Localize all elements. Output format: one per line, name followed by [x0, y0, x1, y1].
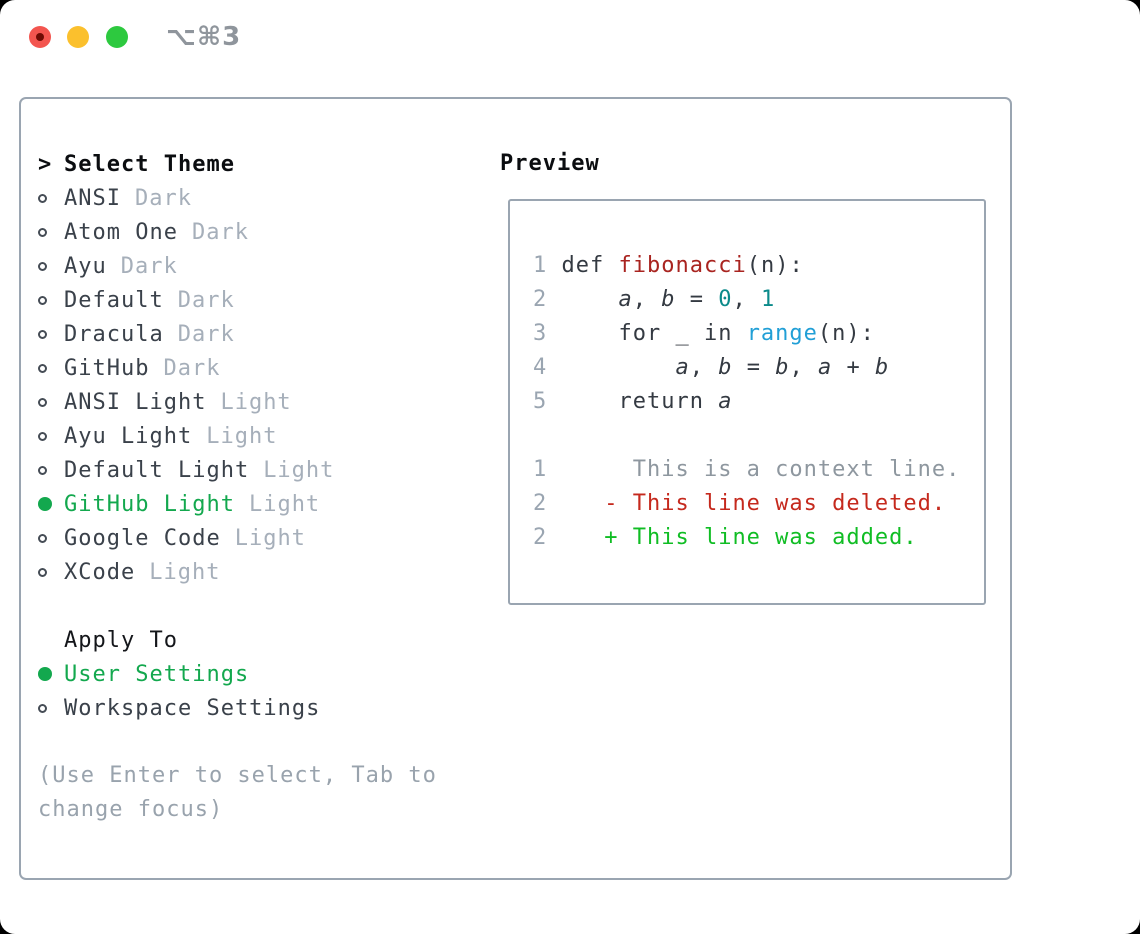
radio-icon	[38, 703, 47, 713]
code-line: 1 def fibonacci(n):	[533, 253, 804, 278]
option-label: Google Code	[64, 525, 221, 551]
radio-icon	[38, 533, 47, 543]
theme-option[interactable]: Ayu Light Light	[38, 419, 458, 453]
radio-icon	[38, 431, 47, 441]
option-label: Workspace Settings	[64, 695, 321, 721]
variant-tag: Dark	[163, 355, 221, 381]
radio-icon	[38, 193, 47, 203]
close-button-icon[interactable]	[29, 26, 51, 48]
radio-icon	[38, 363, 47, 373]
variant-tag: Light	[220, 389, 292, 415]
radio-icon	[38, 261, 47, 271]
radio-icon	[38, 397, 47, 407]
option-label: Default	[64, 287, 164, 313]
help-text: (Use Enter to select, Tab to change focu…	[38, 763, 437, 822]
prompt-cursor-icon: >	[38, 151, 53, 177]
code-line: 2 a, b = 0, 1	[533, 287, 776, 312]
theme-option[interactable]: ANSI Dark	[38, 181, 458, 215]
variant-tag: Light	[149, 559, 221, 585]
theme-option[interactable]: ANSI Light Light	[38, 385, 458, 419]
option-label: ANSI	[64, 185, 121, 211]
diff-preview: 1 This is a context line. 2 - This line w…	[533, 453, 984, 555]
variant-tag: Dark	[120, 253, 178, 279]
radio-icon	[38, 465, 47, 475]
apply-option[interactable]: User Settings	[38, 657, 458, 691]
zoom-button-icon[interactable]	[106, 26, 128, 48]
diff-line-context: 1 This is a context line.	[533, 457, 961, 482]
theme-option[interactable]: Default Dark	[38, 283, 458, 317]
variant-tag: Dark	[134, 185, 192, 211]
code-preview: 1 def fibonacci(n): 2 a, b = 0, 1 3 for _ …	[533, 249, 984, 419]
apply-to-title: Apply To	[64, 627, 178, 653]
option-label: Ayu Light	[64, 423, 193, 449]
variant-tag: Light	[248, 491, 321, 517]
apply-to-header: Apply To	[38, 623, 458, 657]
radio-icon	[38, 329, 47, 339]
divider	[38, 589, 458, 623]
preview-pane: Preview 1 def fibonacci(n): 2 a, b = 0, 1…	[500, 147, 986, 605]
option-label: ANSI Light	[64, 389, 207, 415]
preview-box: 1 def fibonacci(n): 2 a, b = 0, 1 3 for _ …	[508, 199, 986, 605]
theme-list-title: Select Theme	[64, 151, 235, 177]
variant-tag: Light	[206, 423, 278, 449]
option-label: User Settings	[64, 661, 250, 687]
theme-option[interactable]: Dracula Dark	[38, 317, 458, 351]
theme-option[interactable]: Atom One Dark	[38, 215, 458, 249]
radio-icon	[38, 227, 47, 237]
theme-option[interactable]: Default Light Light	[38, 453, 458, 487]
option-label: Default Light	[64, 457, 250, 483]
option-label: GitHub Light	[64, 491, 235, 517]
titlebar: ⌥⌘3	[0, 0, 1140, 70]
radio-selected-icon	[38, 667, 52, 681]
select-theme-header: > Select Theme	[38, 147, 458, 181]
code-line: 3 for _ in range(n):	[533, 321, 875, 346]
theme-option[interactable]: Google Code Light	[38, 521, 458, 555]
radio-icon	[38, 295, 47, 305]
theme-option[interactable]: XCode Light	[38, 555, 458, 589]
apply-option[interactable]: Workspace Settings	[38, 691, 458, 725]
radio-selected-icon	[38, 497, 52, 511]
variant-tag: Dark	[177, 287, 235, 313]
code-line: 4 a, b = b, a + b	[533, 355, 890, 380]
option-label: GitHub	[64, 355, 150, 381]
option-label: Ayu	[64, 253, 107, 279]
variant-tag: Light	[263, 457, 335, 483]
theme-option[interactable]: GitHub Dark	[38, 351, 458, 385]
theme-option[interactable]: Ayu Dark	[38, 249, 458, 283]
variant-tag: Dark	[191, 219, 249, 245]
variant-tag: Dark	[177, 321, 235, 347]
divider	[38, 725, 458, 759]
option-label: XCode	[64, 559, 136, 585]
diff-line-deleted: 2 - This line was deleted.	[533, 491, 947, 516]
radio-icon	[38, 567, 47, 577]
window-title: ⌥⌘3	[166, 22, 242, 52]
minimize-button-icon[interactable]	[67, 26, 89, 48]
preview-title: Preview	[500, 151, 600, 176]
blank-line	[533, 419, 984, 453]
option-label: Atom One	[64, 219, 178, 245]
theme-option[interactable]: GitHub Light Light	[38, 487, 458, 521]
variant-tag: Light	[234, 525, 306, 551]
code-line: 5 return a	[533, 389, 733, 414]
diff-line-added: 2 + This line was added.	[533, 525, 918, 550]
option-label: Dracula	[64, 321, 164, 347]
